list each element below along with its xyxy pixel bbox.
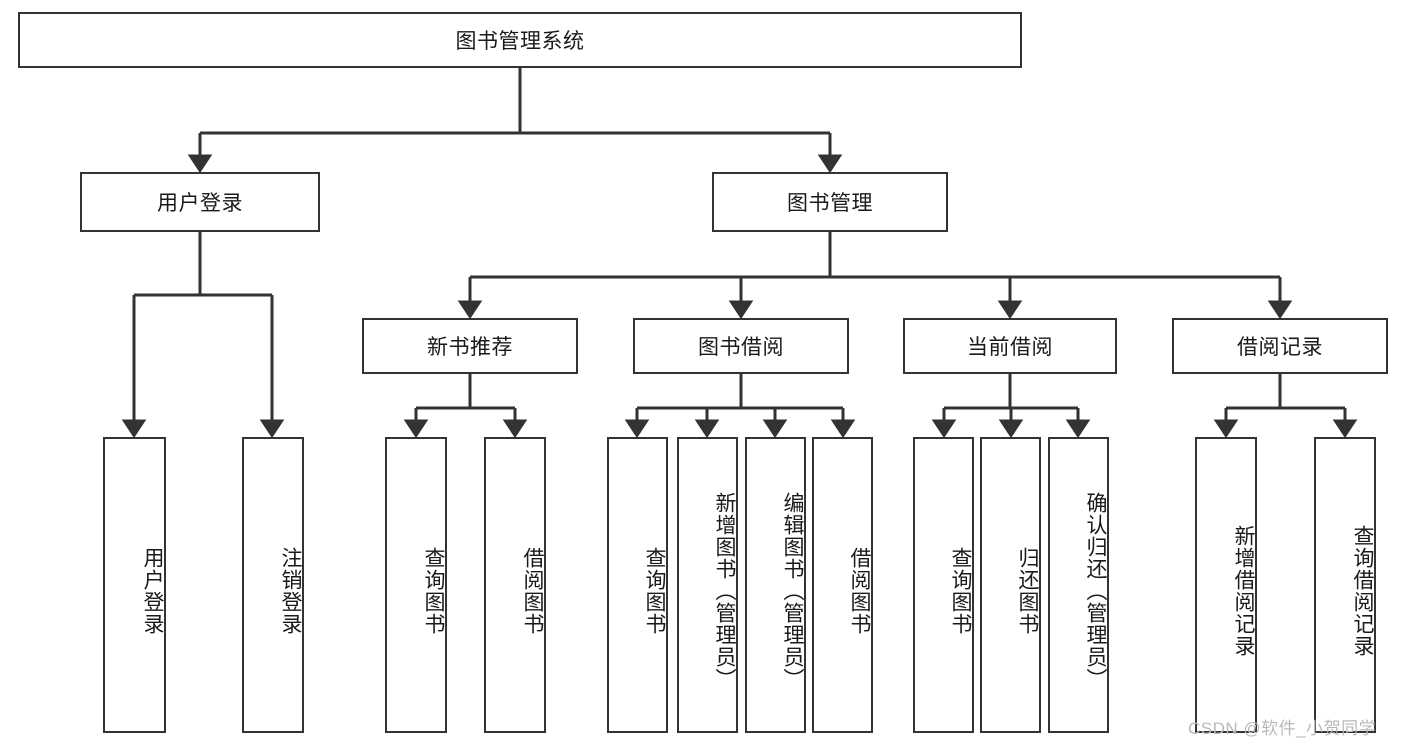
node-leaf-user-login[interactable]: 用户登录	[103, 437, 166, 733]
node-book-manage-label: 图书管理	[787, 192, 873, 215]
node-leaf-cur-return-label: 归还图书	[1016, 547, 1039, 635]
node-leaf-borrow-query-label: 查询图书	[643, 547, 666, 635]
node-leaf-borrow-add-label: 新增图书（管理员）	[713, 492, 736, 690]
node-leaf-borrow-edit[interactable]: 编辑图书（管理员）	[745, 437, 806, 733]
node-leaf-borrow-do-label: 借阅图书	[848, 547, 871, 635]
node-leaf-cur-query[interactable]: 查询图书	[913, 437, 974, 733]
node-user-login-label: 用户登录	[157, 192, 243, 215]
node-leaf-rec-query[interactable]: 查询图书	[385, 437, 447, 733]
node-leaf-cur-return[interactable]: 归还图书	[980, 437, 1041, 733]
node-borrow-record-label: 借阅记录	[1237, 336, 1323, 359]
node-leaf-rec-query-label: 查询图书	[422, 547, 445, 635]
node-new-book-rec-label: 新书推荐	[427, 336, 513, 359]
node-leaf-cur-confirm[interactable]: 确认归还（管理员）	[1048, 437, 1109, 733]
node-leaf-borrow-do[interactable]: 借阅图书	[812, 437, 873, 733]
node-leaf-cur-query-label: 查询图书	[949, 547, 972, 635]
node-leaf-rec-borrow-label: 借阅图书	[521, 547, 544, 635]
node-leaf-rec-search[interactable]: 查询借阅记录	[1314, 437, 1376, 733]
node-leaf-user-login-label: 用户登录	[141, 547, 164, 635]
node-root[interactable]: 图书管理系统	[18, 12, 1022, 68]
node-user-login[interactable]: 用户登录	[80, 172, 320, 232]
node-leaf-borrow-add[interactable]: 新增图书（管理员）	[677, 437, 738, 733]
node-new-book-rec[interactable]: 新书推荐	[362, 318, 578, 374]
node-leaf-rec-search-label: 查询借阅记录	[1351, 525, 1374, 657]
node-leaf-cur-confirm-label: 确认归还（管理员）	[1084, 492, 1107, 690]
node-book-borrow[interactable]: 图书借阅	[633, 318, 849, 374]
node-leaf-user-logout-label: 注销登录	[279, 547, 302, 635]
node-book-manage[interactable]: 图书管理	[712, 172, 948, 232]
node-book-borrow-label: 图书借阅	[698, 336, 784, 359]
node-root-label: 图书管理系统	[455, 30, 585, 53]
node-leaf-rec-borrow[interactable]: 借阅图书	[484, 437, 546, 733]
node-leaf-user-logout[interactable]: 注销登录	[242, 437, 304, 733]
node-current-borrow[interactable]: 当前借阅	[903, 318, 1117, 374]
node-borrow-record[interactable]: 借阅记录	[1172, 318, 1388, 374]
node-leaf-rec-add[interactable]: 新增借阅记录	[1195, 437, 1257, 733]
watermark: CSDN @软件_小贺同学	[1188, 719, 1377, 738]
node-current-borrow-label: 当前借阅	[967, 336, 1053, 359]
node-leaf-borrow-query[interactable]: 查询图书	[607, 437, 668, 733]
node-leaf-rec-add-label: 新增借阅记录	[1232, 525, 1255, 657]
node-leaf-borrow-edit-label: 编辑图书（管理员）	[781, 492, 804, 690]
